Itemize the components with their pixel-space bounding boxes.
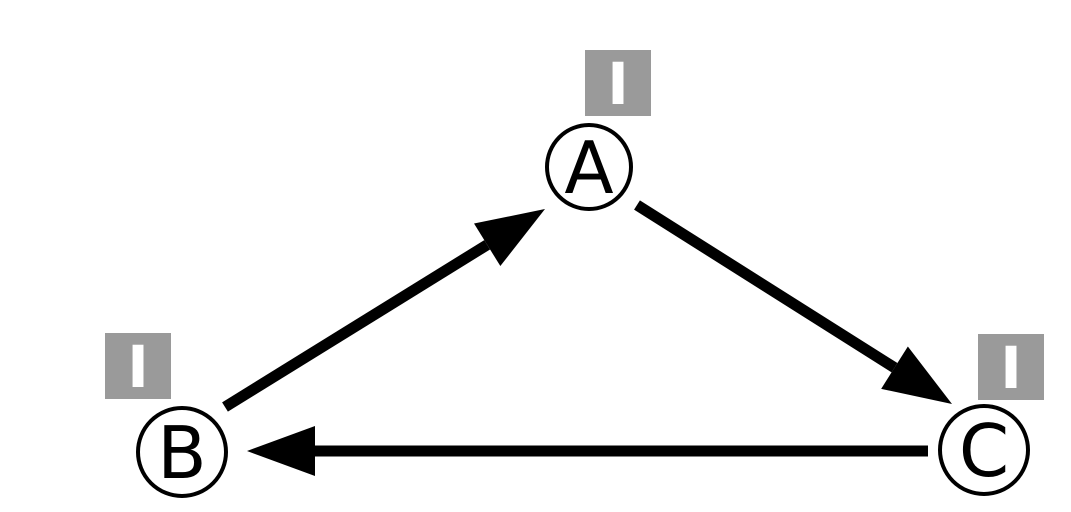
node-circle-C — [938, 404, 1030, 496]
edge-A-C-arrowhead-icon — [881, 346, 952, 404]
node-label-A: A — [564, 126, 613, 210]
annotation-square-A — [585, 50, 651, 116]
edge-C-B-arrowhead-icon — [247, 426, 315, 476]
node-label-B: B — [157, 411, 206, 495]
node-label-C: C — [959, 409, 1009, 493]
node-circle-A — [545, 123, 633, 211]
annotation-label-A: I — [607, 50, 629, 118]
annotation-label-B: I — [127, 333, 149, 401]
node-circle-B — [136, 406, 228, 498]
edge-B-A-shaft — [222, 240, 491, 412]
annotation-label-C: I — [1000, 334, 1022, 402]
annotation-square-B — [105, 333, 171, 399]
annotation-square-C — [978, 334, 1044, 400]
edge-B-A-arrowhead-icon — [474, 209, 545, 267]
edge-A-C-shaft — [634, 200, 898, 373]
